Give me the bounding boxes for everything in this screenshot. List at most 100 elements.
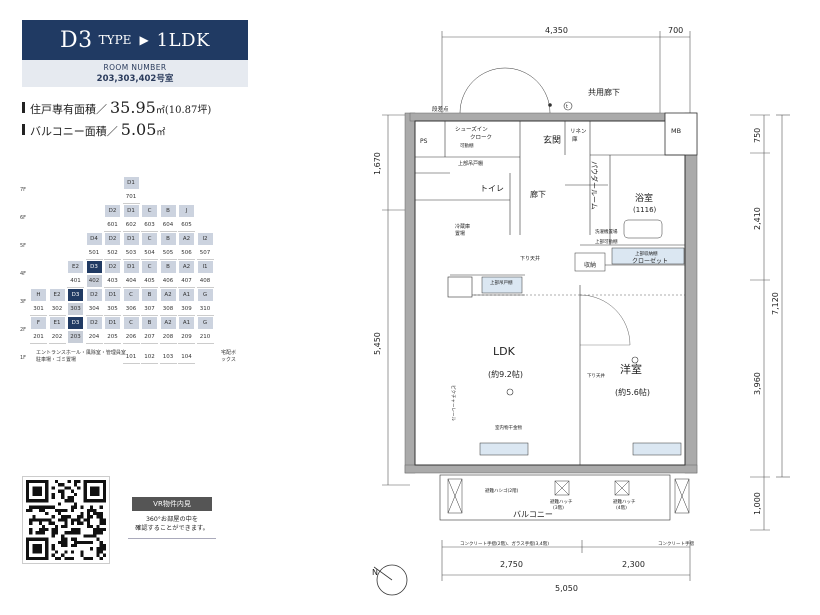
- unit-type-cell: A2: [159, 288, 177, 302]
- dim-top-1: 4,350: [545, 26, 568, 35]
- unit-number-cell: 701: [122, 190, 140, 204]
- wash-label: 洗濯機置場: [595, 228, 618, 235]
- delivery-box-note: 宅配ボ ックス: [221, 350, 237, 363]
- unit-number-cell: 405: [141, 274, 158, 288]
- unit-number-cell: 506: [178, 246, 195, 260]
- unit-type-cell: D3: [85, 260, 103, 274]
- unit-type-cell: C: [122, 316, 140, 330]
- compass-icon: [376, 564, 408, 596]
- unit-type-cell: E2: [67, 260, 84, 274]
- unit-type-cell: D2: [104, 260, 121, 274]
- unit-number-cell: 210: [196, 330, 214, 344]
- floor-plan-svg: 4,350 700 1,670 5,450 750 2,410 7,120 3,…: [372, 26, 790, 596]
- unit-type-cell: A2: [178, 260, 195, 274]
- unit-type-cell: C: [122, 288, 140, 302]
- unit-type-cell: H: [30, 288, 47, 302]
- unit-number-cell: 306: [122, 302, 140, 316]
- unit-type-cell: G: [196, 288, 214, 302]
- shoe-sub-label: 可動棚: [460, 142, 474, 149]
- unit-type-cell: A1: [178, 316, 195, 330]
- unit-number-cell: 304: [85, 302, 103, 316]
- unit-number-cell: 309: [178, 302, 195, 316]
- indoor-dryer-label: 室内物干金物: [495, 424, 522, 431]
- storage-label: 収納: [584, 261, 596, 269]
- unit-type-cell: C: [141, 204, 158, 218]
- evac-ladder-label: 避難ハシゴ(2階): [485, 487, 519, 494]
- unit-type-cell: I2: [196, 232, 214, 246]
- entrance-note: エントランスホール・風除室・管理員室 駐車場・ゴミ置場: [36, 350, 126, 363]
- divider: [128, 538, 216, 539]
- vr-badge: VR物件内見: [132, 497, 212, 511]
- floor-label: 1F: [20, 355, 27, 361]
- vr-text-line: 360°お部屋の中を: [145, 516, 199, 523]
- type-header: D3 TYPE ▶ 1LDK: [22, 20, 248, 60]
- unit-number-cell: 209: [178, 330, 195, 344]
- bullet-bar: [22, 124, 25, 135]
- floor-label: 7F: [20, 187, 27, 193]
- downceiling-label: 下り天井: [520, 255, 540, 262]
- area-sub: (10.87坪): [164, 105, 212, 116]
- unit-number-cell: 201: [30, 330, 47, 344]
- unit-type-cell: B: [159, 260, 177, 274]
- unit-number-cell: 202: [48, 330, 66, 344]
- unit-number-cell: 505: [159, 246, 177, 260]
- bullet-bar: [22, 102, 25, 113]
- unit-number-cell: 601: [104, 218, 121, 232]
- unit-number-cell: 305: [104, 302, 121, 316]
- vr-text-line: 確認することができます。: [135, 525, 209, 532]
- unit-number-cell: 307: [141, 302, 158, 316]
- fridge-label-2: 置場: [455, 230, 465, 237]
- unit-number-cell: 604: [159, 218, 177, 232]
- unit-type-cell: F: [30, 316, 47, 330]
- upper-shelf-label: 上部可動棚: [595, 238, 618, 245]
- unit-type-cell: D1: [104, 316, 121, 330]
- unit-number-cell: 501: [85, 246, 103, 260]
- powder-label: パウダールーム: [590, 161, 599, 210]
- closet-label: クローゼット: [632, 257, 668, 265]
- unit-type-cell: B: [141, 316, 158, 330]
- unit-type-cell: D3: [67, 288, 84, 302]
- ldk-size: (約9.2帖): [488, 369, 523, 379]
- unit-number-cell: 103: [159, 350, 177, 364]
- unit-type-cell: B: [141, 288, 158, 302]
- room-numbers: 203,303,402号室: [96, 74, 174, 84]
- type-code: D3: [60, 27, 93, 53]
- concrete-1-label: コンクリート手摺(2階)、ガラス手摺(3,4階): [460, 540, 549, 547]
- corridor-label: 共用廊下: [588, 87, 620, 97]
- dim-right-1: 750: [753, 128, 762, 143]
- unit-number-cell: 203: [67, 330, 84, 344]
- qr-code[interactable]: [22, 476, 110, 564]
- unit-type-cell: D1: [122, 232, 140, 246]
- room-number-label: ROOM NUMBER: [103, 63, 167, 72]
- unit-type-cell: D1: [122, 204, 140, 218]
- dim-bottom-2: 2,300: [622, 560, 645, 569]
- evac-hatch-2-label-2: (4階): [616, 504, 627, 511]
- mb-label: MB: [671, 127, 681, 135]
- t-label-icon: t: [566, 104, 568, 110]
- unit-type-cell: D2: [104, 204, 121, 218]
- unit-type-cell: C: [141, 260, 158, 274]
- area-row-private: 住戸専有面積／ 35.95 ㎡ (10.87坪): [22, 98, 211, 117]
- unit-number-cell: 406: [159, 274, 177, 288]
- balcony-label: バルコニー: [513, 510, 553, 519]
- dim-right-4: 3,960: [753, 372, 762, 395]
- unit-type-cell: D3: [67, 316, 84, 330]
- floor-label: 2F: [20, 327, 27, 333]
- unit-number-cell: 503: [122, 246, 140, 260]
- unit-number-cell: 502: [104, 246, 121, 260]
- linen-label-2: 庫: [572, 135, 578, 143]
- toilet-top-label: 上部吊戸棚: [458, 160, 483, 167]
- unit-type-cell: A2: [178, 232, 195, 246]
- bath-size: (1116): [633, 206, 657, 214]
- western-label: 洋室: [620, 362, 642, 376]
- concrete-2-label: コンクリート手摺: [658, 540, 694, 547]
- unit-number-cell: 302: [48, 302, 66, 316]
- unit-number-cell: 507: [196, 246, 214, 260]
- floor-label: 5F: [20, 243, 27, 249]
- unit-number-cell: 308: [159, 302, 177, 316]
- qr-code-image: [26, 480, 106, 560]
- curtain-label: ピクチャーレール: [450, 385, 456, 421]
- unit-number-cell: 101: [122, 350, 140, 364]
- dim-left-2: 5,450: [373, 332, 382, 355]
